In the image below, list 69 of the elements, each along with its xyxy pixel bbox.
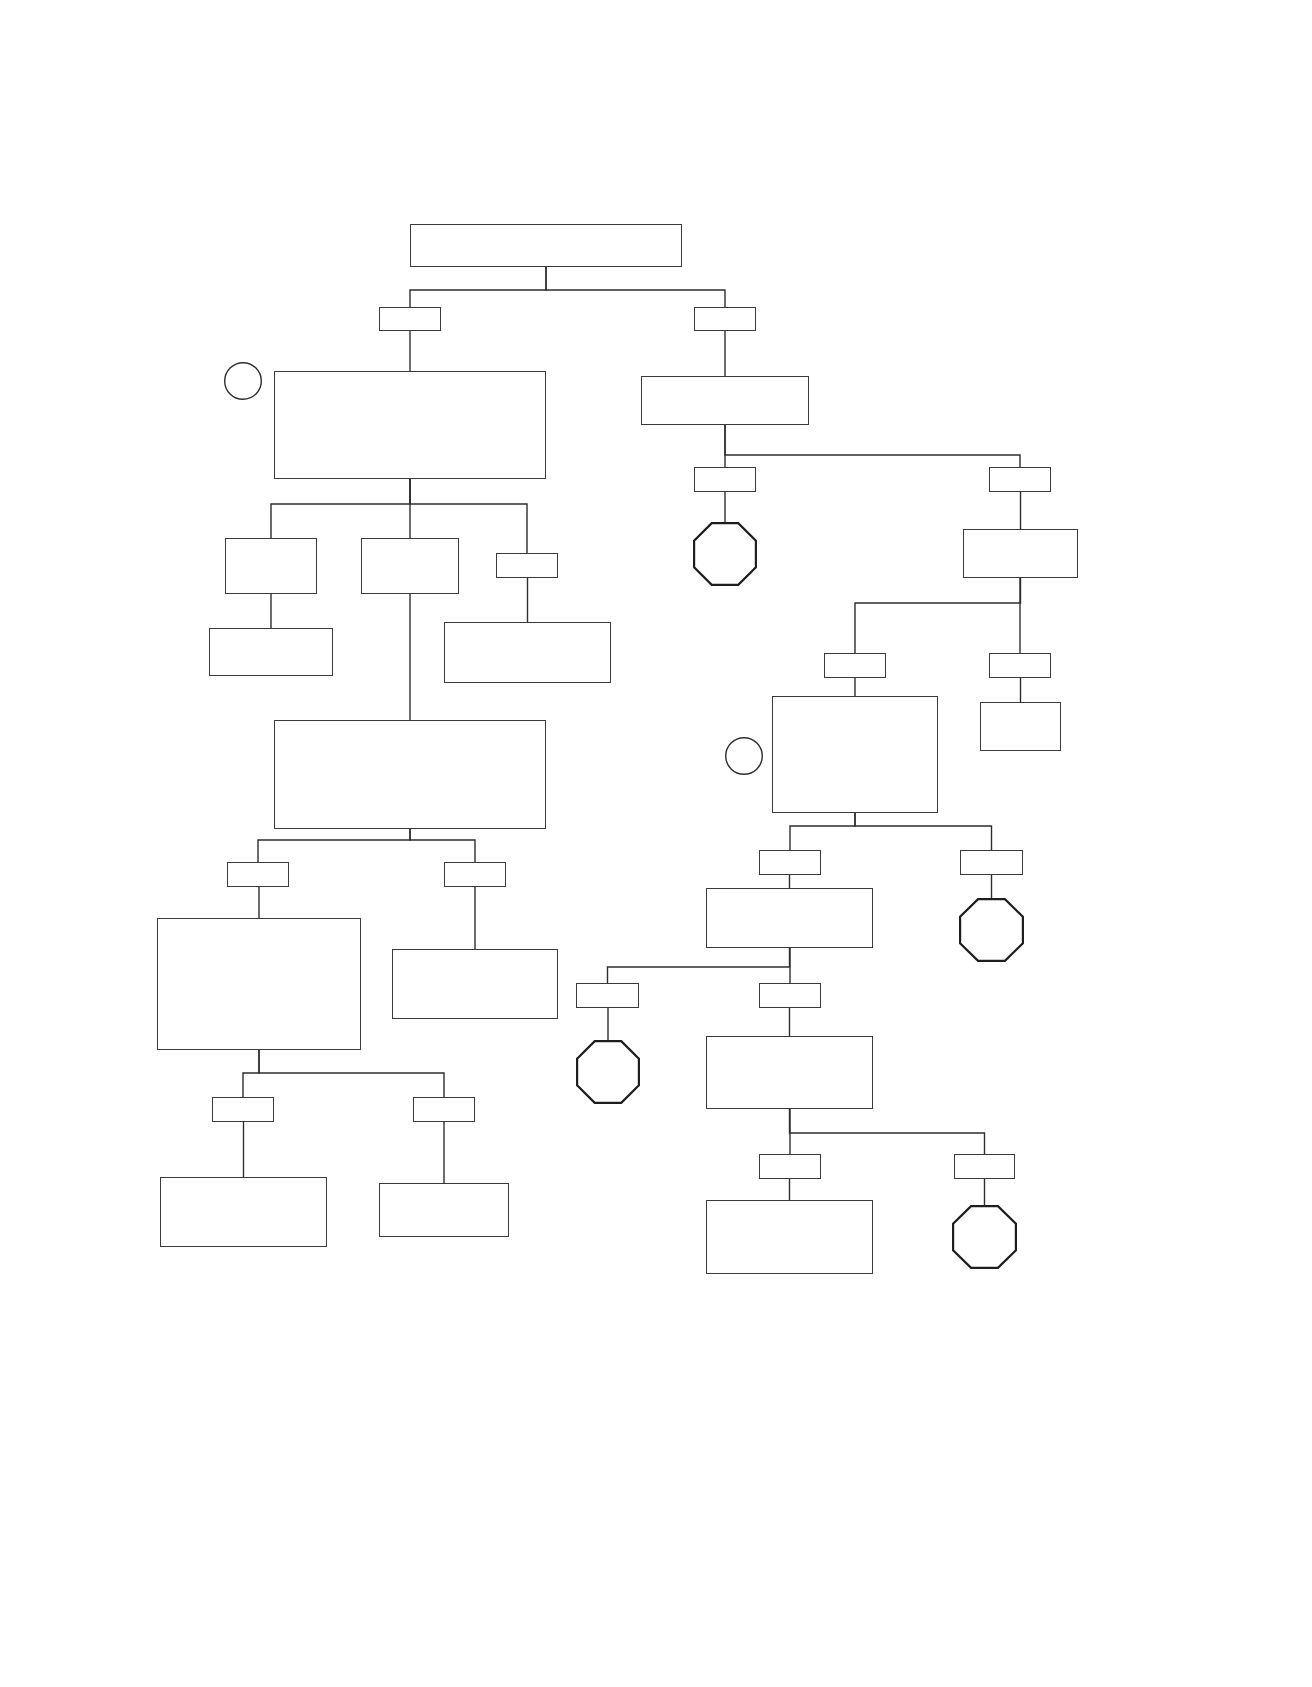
- octagon-shape: [576, 1040, 640, 1104]
- process-box: [963, 529, 1078, 578]
- small-box: [759, 1154, 821, 1179]
- connector-line: [724, 424, 1021, 468]
- process-box: [160, 1177, 327, 1247]
- process-box: [641, 376, 809, 425]
- connector-line: [789, 1108, 791, 1155]
- octagon-shape: [693, 522, 757, 586]
- small-box: [413, 1097, 475, 1122]
- process-box: [274, 720, 546, 829]
- small-box: [576, 983, 639, 1008]
- small-box: [989, 653, 1051, 678]
- connector-line: [788, 1178, 791, 1201]
- small-box: [954, 1154, 1015, 1179]
- connector-line: [409, 828, 476, 863]
- connector-line: [724, 330, 726, 377]
- connector-line: [788, 1007, 791, 1037]
- process-box: [444, 622, 611, 683]
- small-box: [444, 862, 506, 887]
- process-box: [980, 702, 1061, 751]
- process-box: [379, 1183, 509, 1237]
- connector-line: [1019, 491, 1022, 530]
- octagon-shape: [952, 1205, 1017, 1269]
- small-box: [496, 553, 558, 578]
- connector-line: [607, 1007, 609, 1041]
- small-box: [759, 983, 821, 1008]
- connector-line: [1019, 677, 1022, 703]
- connector-line: [409, 330, 411, 372]
- connector-line: [983, 1178, 986, 1206]
- small-box: [379, 307, 441, 331]
- callout-circle: [224, 362, 262, 400]
- process-box: [209, 628, 333, 676]
- connector-line: [789, 947, 791, 984]
- connector-line: [474, 886, 476, 950]
- connector-line: [545, 266, 726, 308]
- small-box: [227, 862, 289, 887]
- process-box: [361, 538, 459, 594]
- connector-line: [990, 874, 993, 899]
- small-box: [989, 467, 1051, 492]
- connector-line: [526, 577, 529, 623]
- connector-line: [270, 593, 272, 629]
- connector-line: [258, 886, 260, 919]
- small-box: [759, 850, 821, 875]
- process-box: [772, 696, 938, 813]
- small-box: [694, 467, 756, 492]
- connector-line: [242, 1121, 245, 1178]
- connector-line: [409, 478, 528, 554]
- process-box: [706, 1200, 873, 1274]
- connector-line: [788, 1108, 986, 1155]
- small-box: [212, 1097, 274, 1122]
- small-box: [694, 307, 756, 331]
- small-box: [824, 653, 886, 678]
- connector-line: [258, 1049, 445, 1098]
- process-box: [706, 1036, 873, 1109]
- connector-line: [724, 491, 726, 523]
- process-box: [157, 918, 361, 1050]
- process-box: [274, 371, 546, 479]
- connector-line: [1019, 577, 1021, 654]
- process-box: [410, 224, 682, 267]
- process-box: [225, 538, 317, 594]
- connector-line: [854, 677, 856, 697]
- connector-line: [854, 812, 993, 851]
- process-box: [706, 888, 873, 948]
- octagon-shape: [959, 898, 1024, 962]
- connector-line: [409, 593, 411, 721]
- process-box: [392, 949, 558, 1019]
- callout-circle: [725, 737, 763, 775]
- connector-line: [443, 1121, 445, 1184]
- small-box: [960, 850, 1023, 875]
